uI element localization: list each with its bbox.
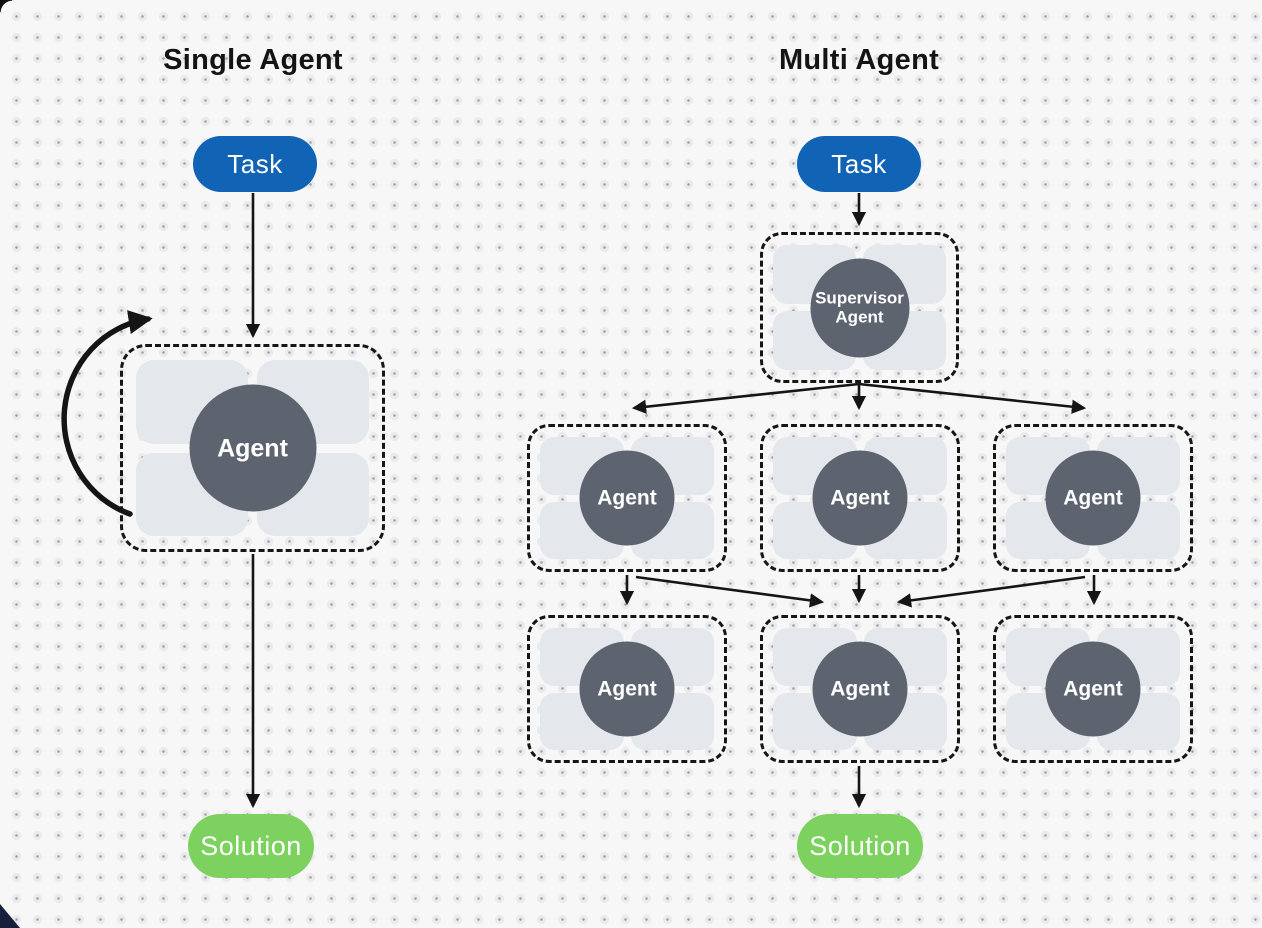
worker-agent-circle-6[interactable]: Agent — [1045, 641, 1141, 737]
single-solution-pill[interactable]: Solution — [188, 814, 314, 878]
single-solution-label: Solution — [200, 830, 302, 861]
worker-agent-circle-5[interactable]: Agent — [812, 641, 908, 737]
worker-agent-box-6[interactable]: Agent — [993, 615, 1193, 763]
supervisor-agent-box[interactable]: Supervisor Agent — [760, 232, 959, 383]
single-agent-box[interactable]: Agent — [120, 344, 385, 552]
supervisor-agent-label: Supervisor Agent — [815, 288, 904, 327]
worker-agent-box-4[interactable]: Agent — [527, 615, 727, 763]
canvas-corner-decoration — [0, 0, 12, 12]
arrow-worker-1-to-worker-5 — [635, 575, 825, 608]
arrow-supervisor-to-worker-1 — [631, 382, 860, 414]
multi-solution-label: Solution — [809, 830, 911, 861]
worker-agent-circle-3[interactable]: Agent — [1045, 450, 1141, 546]
worker-agent-label-3: Agent — [1063, 486, 1123, 510]
worker-agent-box-5[interactable]: Agent — [760, 615, 960, 763]
worker-agent-label-5: Agent — [830, 677, 890, 701]
single-task-pill[interactable]: Task — [193, 136, 317, 192]
worker-agent-label-4: Agent — [597, 677, 657, 701]
worker-agent-label-1: Agent — [597, 486, 657, 510]
arrow-worker-3-to-worker-5 — [896, 575, 1086, 608]
multi-task-label: Task — [831, 148, 887, 179]
multi-agent-title: Multi Agent — [778, 44, 940, 76]
cursor-icon — [0, 904, 20, 928]
arrow-supervisor-to-worker-3 — [858, 382, 1087, 414]
single-agent-title: Single Agent — [163, 44, 343, 76]
worker-agent-box-3[interactable]: Agent — [993, 424, 1193, 572]
worker-agent-circle-4[interactable]: Agent — [579, 641, 675, 737]
worker-agent-label-6: Agent — [1063, 677, 1123, 701]
supervisor-agent-circle[interactable]: Supervisor Agent — [810, 258, 909, 357]
worker-agent-box-2[interactable]: Agent — [760, 424, 960, 572]
single-agent-circle[interactable]: Agent — [189, 384, 316, 512]
worker-agent-circle-2[interactable]: Agent — [812, 450, 908, 546]
worker-agent-box-1[interactable]: Agent — [527, 424, 727, 572]
multi-task-pill[interactable]: Task — [797, 136, 921, 192]
worker-agent-circle-1[interactable]: Agent — [579, 450, 675, 546]
multi-solution-pill[interactable]: Solution — [797, 814, 923, 878]
single-task-label: Task — [227, 148, 283, 179]
worker-agent-label-2: Agent — [830, 486, 890, 510]
single-agent-label: Agent — [217, 434, 288, 462]
